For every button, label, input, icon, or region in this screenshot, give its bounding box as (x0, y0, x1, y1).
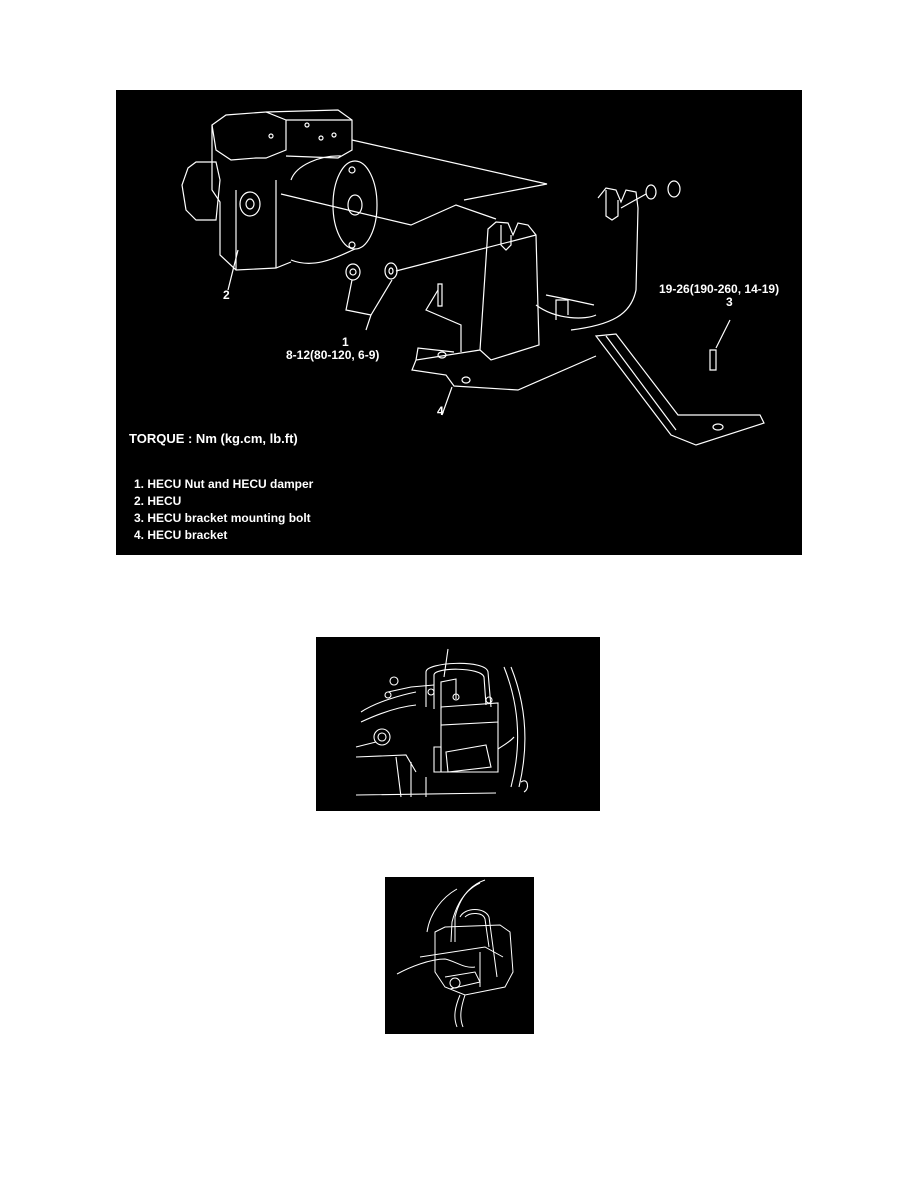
hecu-exploded-diagram: 2 1 8-12(80-120, 6-9) 19-26(190-260, 14-… (116, 90, 802, 555)
hecu-linework (181, 109, 765, 446)
legend-item: 3. HECU bracket mounting bolt (134, 511, 311, 525)
callout-1-number: 1 (342, 335, 349, 349)
legend-item: 2. HECU (134, 494, 182, 508)
legend-item: 1. HECU Nut and HECU damper (134, 477, 314, 491)
installed-view-linework (355, 648, 529, 798)
callout-3-torque: 19-26(190-260, 14-19) (659, 282, 780, 296)
callout-1-torque: 8-12(80-120, 6-9) (286, 348, 380, 362)
callout-4-number: 4 (437, 404, 444, 418)
brake-lines-linework (396, 879, 514, 1028)
parts-legend: 1. HECU Nut and HECU damper 2. HECU 3. H… (134, 476, 313, 544)
hecu-installed-view-diagram (316, 637, 600, 811)
callout-3-number: 3 (726, 295, 733, 309)
torque-units-heading: TORQUE : Nm (kg.cm, lb.ft) (129, 431, 298, 446)
legend-item: 4. HECU bracket (134, 528, 228, 542)
callout-2-number: 2 (223, 288, 230, 302)
hecu-brake-lines-diagram (385, 877, 534, 1034)
